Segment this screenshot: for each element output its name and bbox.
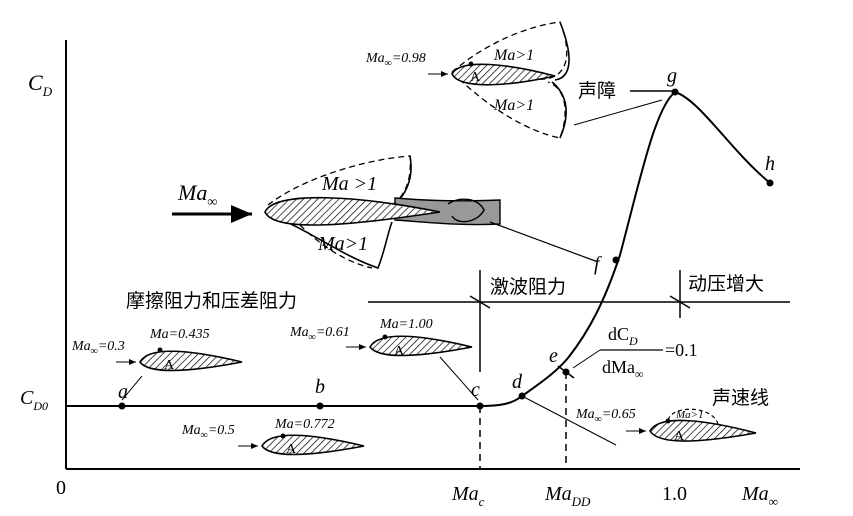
svg-text:Ma∞=0.98: Ma∞=0.98 [365, 51, 426, 69]
svg-text:Ma>1: Ma>1 [493, 47, 534, 64]
label-b: b [315, 376, 325, 398]
dcd-value: =0.1 [665, 340, 698, 360]
svg-text:Ma >1: Ma >1 [321, 173, 377, 195]
sound-barrier-label: 声障 [578, 80, 616, 102]
region-dynamic-label: 动压增大 [688, 273, 764, 295]
airfoil-top: A Ma∞=0.98 Ma>1 Ma>1 [365, 21, 570, 139]
label-e: e [549, 345, 558, 367]
svg-text:Ma=0.772: Ma=0.772 [274, 417, 335, 432]
svg-text:Ma>1: Ma>1 [675, 409, 704, 421]
svg-text:A: A [394, 344, 405, 359]
svg-text:Ma=0.435: Ma=0.435 [149, 327, 210, 342]
point-f [612, 256, 620, 264]
region-friction-label: 摩擦阻力和压差阻力 [126, 290, 297, 312]
airfoil-big: Ma∞ Ma >1 Ma>1 [172, 155, 599, 270]
x-tick-ma-inf: Ma∞ [741, 483, 778, 509]
svg-text:Ma∞=0.5: Ma∞=0.5 [181, 423, 235, 441]
airfoil-c: A Ma∞=0.61 Ma=1.00 [289, 317, 479, 401]
dcd-denominator: dMa∞ [602, 357, 644, 381]
point-a [118, 402, 126, 410]
svg-text:Ma∞=0.65: Ma∞=0.65 [575, 407, 636, 425]
label-a: a [118, 381, 128, 403]
sonic-line-label: 声速线 [712, 387, 769, 409]
region-wave-label: 激波阻力 [490, 276, 566, 298]
y-axis-label: CD [28, 70, 53, 99]
svg-text:Ma∞=0.3: Ma∞=0.3 [71, 339, 125, 357]
x-tick-one: 1.0 [662, 483, 687, 505]
origin-label: 0 [56, 477, 66, 499]
label-f: f [594, 253, 602, 275]
dcd-leader [572, 349, 601, 369]
dcd-numerator: dCD [608, 324, 638, 348]
svg-text:A: A [674, 429, 685, 444]
cd0-label: CD0 [20, 387, 48, 413]
svg-text:Ma∞=0.61: Ma∞=0.61 [289, 325, 350, 343]
point-h [766, 179, 774, 187]
svg-text:A: A [286, 442, 297, 457]
airfoil-b: A Ma∞=0.5 Ma=0.772 [181, 417, 365, 457]
svg-text:A: A [470, 70, 481, 85]
svg-text:Ma=1.00: Ma=1.00 [379, 317, 433, 332]
label-d: d [512, 371, 523, 393]
x-tick-madd: MaDD [544, 483, 591, 509]
svg-text:Ma>1: Ma>1 [317, 233, 368, 255]
x-tick-mac: Mac [451, 483, 485, 509]
label-c: c [471, 379, 480, 401]
svg-text:Ma∞: Ma∞ [177, 180, 217, 210]
label-h: h [765, 153, 775, 175]
point-g [671, 88, 679, 96]
svg-text:Ma>1: Ma>1 [493, 97, 534, 114]
airfoil-e: A Ma∞=0.65 Ma>1 声速线 [521, 387, 769, 446]
point-b [316, 402, 324, 410]
svg-text:A: A [164, 358, 175, 373]
label-g: g [667, 65, 677, 87]
point-c [476, 402, 484, 410]
airfoil-a: A Ma∞=0.3 Ma=0.435 [71, 327, 243, 401]
